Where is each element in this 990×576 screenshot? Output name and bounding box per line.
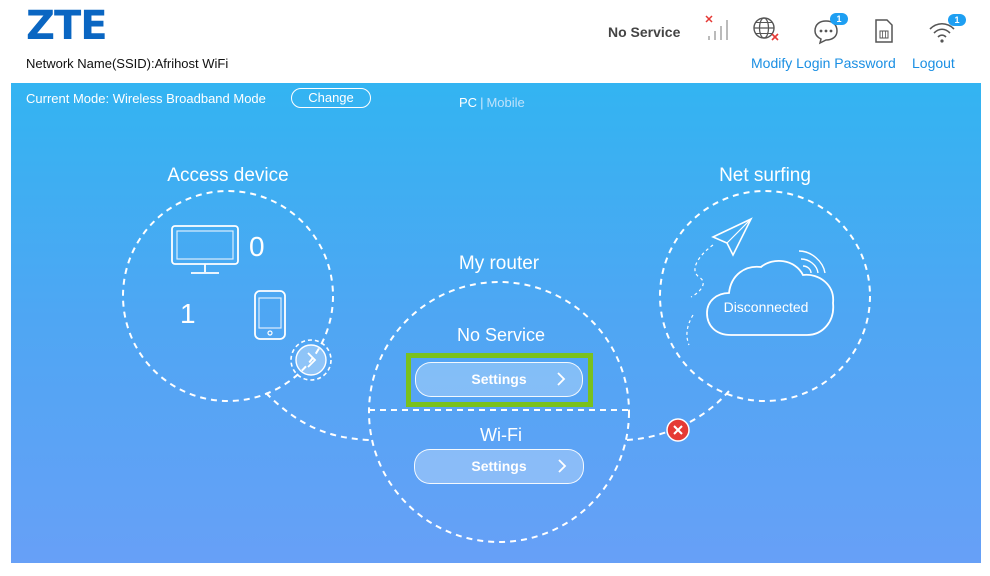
modify-login-password-link[interactable]: Modify Login Password [751,55,896,71]
view-toggle: PC|Mobile [459,95,525,110]
network-status-text: No Service [608,24,681,40]
mobile-count: 1 [180,298,196,329]
view-separator: | [480,95,484,110]
wifi-icon[interactable] [928,20,956,44]
network-settings-button[interactable]: Settings [415,362,583,397]
device-router-connection [265,392,370,441]
router-circle [368,281,630,543]
change-mode-button[interactable]: Change [291,88,371,108]
chevron-right-icon [558,459,567,473]
net-surfing-title: Net surfing [719,165,811,186]
access-device-title: Access device [167,165,289,186]
chevron-right-icon [557,372,566,386]
router-network-status: No Service [456,325,546,345]
view-pc-link[interactable]: PC [459,95,478,110]
internet-disconnected-icon [753,17,779,41]
current-mode-label: Current Mode: Wireless Broadband Mode [26,91,266,106]
wifi-title: Wi-Fi [480,425,522,445]
chevron-right-icon[interactable] [289,338,333,382]
cloud-icon [706,250,835,336]
wifi-settings-label: Settings [471,458,527,474]
signal-no-service-icon [705,15,728,40]
sms-count-badge: 1 [830,13,848,25]
dashboard-panel: Current Mode: Wireless Broadband Mode Ch… [11,83,981,563]
paper-plane-icon [686,217,753,346]
computer-icon [171,225,239,274]
internet-status-text: Disconnected [723,299,809,315]
wifi-settings-button[interactable]: Settings [414,449,584,484]
my-router-title: My router [458,253,540,274]
network-settings-highlight [406,353,593,407]
access-device-circle [122,190,334,402]
logout-link[interactable]: Logout [912,55,955,71]
ssid-label: Network Name(SSID):Afrihost WiFi [26,56,229,71]
sim-card-icon [875,19,893,43]
pc-count: 0 [249,231,265,262]
net-surfing-circle [659,190,871,402]
view-mobile-link[interactable]: Mobile [486,95,525,110]
wifi-client-badge: 1 [948,14,966,26]
connection-error-icon [666,418,690,442]
sms-message-icon[interactable] [812,18,842,46]
network-settings-label: Settings [471,371,527,387]
zte-logo: ZTE [26,3,108,49]
mobile-phone-icon [254,290,286,340]
